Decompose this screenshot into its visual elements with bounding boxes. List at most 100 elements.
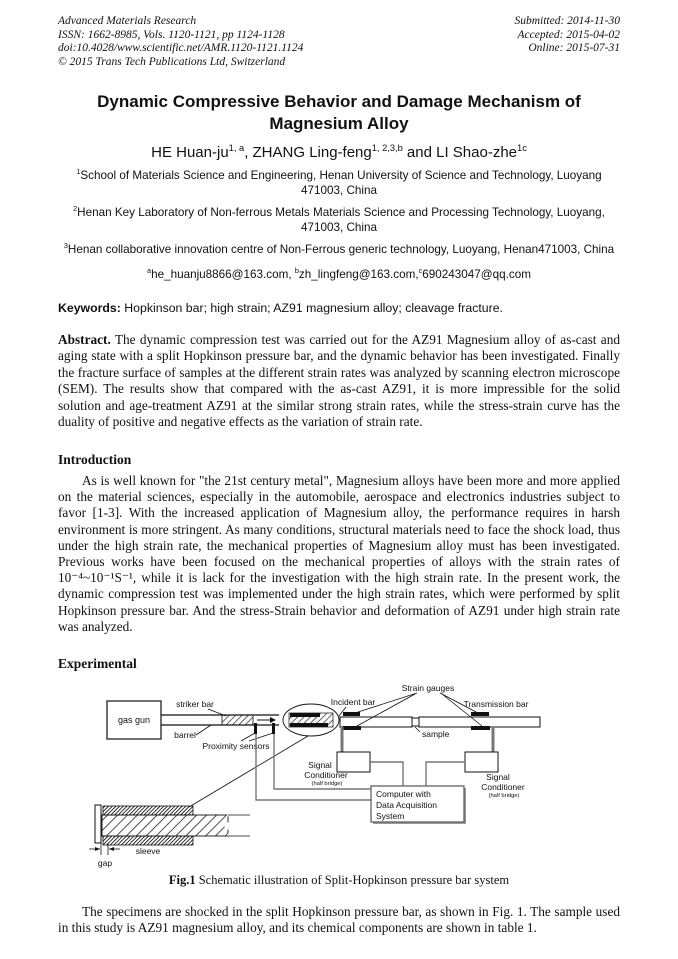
inset-sleeve-bottom <box>102 835 194 846</box>
computer-label-line2: Data Acquisition <box>376 800 437 810</box>
strain-gauge-incident-bottom <box>343 726 361 731</box>
striker-bar-pointer <box>207 708 227 717</box>
strain-gauges-pointer-2 <box>356 693 416 727</box>
inset-break-mark <box>223 813 236 838</box>
journal-doi: doi:10.4028/www.scientific.net/AMR.1120-… <box>58 42 304 54</box>
gap-arrowhead-right <box>109 847 114 852</box>
callout-sleeve-top <box>290 713 320 718</box>
proximity-sensors-label: Proximity sensors <box>202 741 269 751</box>
signal-conditioner-left-label: Signal <box>308 760 332 770</box>
author-superscript: 1, 2,3,b <box>371 143 403 153</box>
striker-bar-shape <box>221 714 254 726</box>
striker-bar-label: striker bar <box>176 699 214 709</box>
signal-conditioner-right-label2: Conditioner <box>481 782 525 792</box>
transmission-bar-label: Transmission bar <box>464 699 529 709</box>
author-name: , ZHANG Ling-feng <box>244 144 372 161</box>
signal-conditioner-left-sub: (half bridge) <box>312 781 343 787</box>
email-address: 690243047@qq.com <box>422 267 531 281</box>
signal-conditioner-right-label: Signal <box>486 772 510 782</box>
keywords-line: Keywords: Hopkinson bar; high strain; AZ… <box>58 301 620 315</box>
inset-sleeve-top <box>102 805 194 816</box>
accepted-date: Accepted: 2015-04-02 <box>517 28 620 41</box>
incident-bar-shape <box>339 716 413 728</box>
strain-gauge-incident-top <box>343 712 360 717</box>
computer-box <box>370 785 465 823</box>
affiliation-1: 1School of Materials Science and Enginee… <box>58 167 620 198</box>
affiliation-superscript: 3 <box>63 241 68 251</box>
submitted-date: Submitted: 2014-11-30 <box>514 15 620 27</box>
figure-caption-text: Schematic illustration of Split-Hopkinso… <box>195 873 510 888</box>
barrel-label: barrel <box>174 730 196 740</box>
proximity-pointer-1 <box>240 732 256 742</box>
section-heading-introduction: Introduction <box>58 452 132 468</box>
sample-shape <box>411 717 420 727</box>
gas-gun-box <box>106 700 162 740</box>
wire-left-sc-to-computer <box>370 761 404 787</box>
affiliation-3: 3Henan collaborative innovation centre o… <box>58 241 620 258</box>
affiliation-superscript: 2 <box>73 204 78 214</box>
email-address: he_huanju8866@163.com, <box>151 267 295 281</box>
author-superscript: 1, a <box>228 143 245 153</box>
affiliation-text: School of Materials Science and Engineer… <box>80 169 602 197</box>
journal-name: Advanced Materials Research <box>58 15 197 27</box>
computer-label-line1: Computer with <box>376 789 431 799</box>
authors-line: HE Huan-ju1, a, ZHANG Ling-feng1, 2,3,b … <box>58 143 620 161</box>
computer-label-line3: System <box>376 811 404 821</box>
affiliation-2: 2Henan Key Laboratory of Non-ferrous Met… <box>58 204 620 235</box>
strain-gauges-pointer-3 <box>439 692 479 714</box>
journal-header: Advanced Materials Research ISSN: 1662-8… <box>58 15 620 69</box>
online-date: Online: 2015-07-31 <box>528 42 620 54</box>
incident-bar-label: Incident bar <box>331 697 376 707</box>
journal-header-left: Advanced Materials Research ISSN: 1662-8… <box>58 15 303 69</box>
velocity-arrowhead <box>270 717 276 724</box>
strain-gauges-pointer-1 <box>354 692 418 714</box>
callout-pointer <box>188 735 309 808</box>
gap-arrowhead-left <box>95 847 100 852</box>
barrel-pointer <box>195 724 212 736</box>
keywords-label: Keywords: <box>58 300 121 315</box>
incident-bar-pointer <box>338 706 347 717</box>
author-superscript: 1c <box>517 143 527 153</box>
figure-1: gas gun striker bar barrel Proximity sen… <box>58 676 620 879</box>
inset-bar-shape <box>101 814 229 837</box>
signal-conditioner-left-box <box>336 751 371 773</box>
affiliation-text: Henan collaborative innovation centre of… <box>67 243 615 256</box>
email-superscript: b <box>294 265 299 275</box>
proximity-pointer-2 <box>248 732 274 742</box>
closing-paragraph: The specimens are shocked in the split H… <box>58 904 620 936</box>
paper-title: Dynamic Compressive Behavior and Damage … <box>97 92 581 133</box>
affiliation-superscript: 1 <box>76 167 81 177</box>
wire-right-sc-to-computer <box>425 761 465 787</box>
abstract-paragraph: Abstract. The dynamic compression test w… <box>58 332 620 432</box>
strain-gauges-pointer-4 <box>441 693 483 727</box>
keywords-text: Hopkinson bar; high strain; AZ91 magnesi… <box>120 300 503 315</box>
introduction-paragraph: As is well known for "the 21st century m… <box>58 473 620 634</box>
sample-label: sample <box>422 729 450 739</box>
wire-proximity2-to-computer <box>273 734 371 790</box>
abstract-label: Abstract. <box>58 331 111 347</box>
strain-gauge-transmission-top <box>471 712 489 717</box>
signal-conditioner-left-label2: Conditioner <box>304 770 348 780</box>
journal-issn: ISSN: 1662-8985, Vols. 1120-1121, pp 112… <box>58 28 285 41</box>
email-superscript: a <box>147 265 152 275</box>
author-emails: ahe_huanju8866@163.com, bzh_lingfeng@163… <box>58 265 620 281</box>
sleeve-label: sleeve <box>136 846 161 856</box>
callout-ellipse <box>282 703 340 737</box>
email-address: zh_lingfeng@163.com, <box>298 267 419 281</box>
affiliation-text: Henan Key Laboratory of Non-ferrous Meta… <box>77 206 605 234</box>
figure-caption-label: Fig.1 <box>168 873 196 888</box>
inset-end-cap <box>94 804 102 844</box>
wire-proximity1-to-computer <box>255 734 371 801</box>
journal-header-right: Submitted: 2014-11-30 Accepted: 2015-04-… <box>514 15 620 69</box>
figure-caption: Fig.1 Schematic illustration of Split-Ho… <box>58 873 620 888</box>
gas-gun-label: gas gun <box>118 715 150 725</box>
signal-conditioner-right-sub: (half bridge) <box>489 793 520 799</box>
proximity-sensor-1 <box>254 723 257 735</box>
journal-copyright: © 2015 Trans Tech Publications Ltd, Swit… <box>58 55 286 68</box>
proximity-sensor-2 <box>272 723 275 735</box>
strain-gauge-transmission-bottom <box>471 726 490 731</box>
gap-label: gap <box>98 858 112 868</box>
strain-gauges-label: Strain gauges <box>402 683 454 693</box>
transmission-bar-shape <box>418 716 541 728</box>
